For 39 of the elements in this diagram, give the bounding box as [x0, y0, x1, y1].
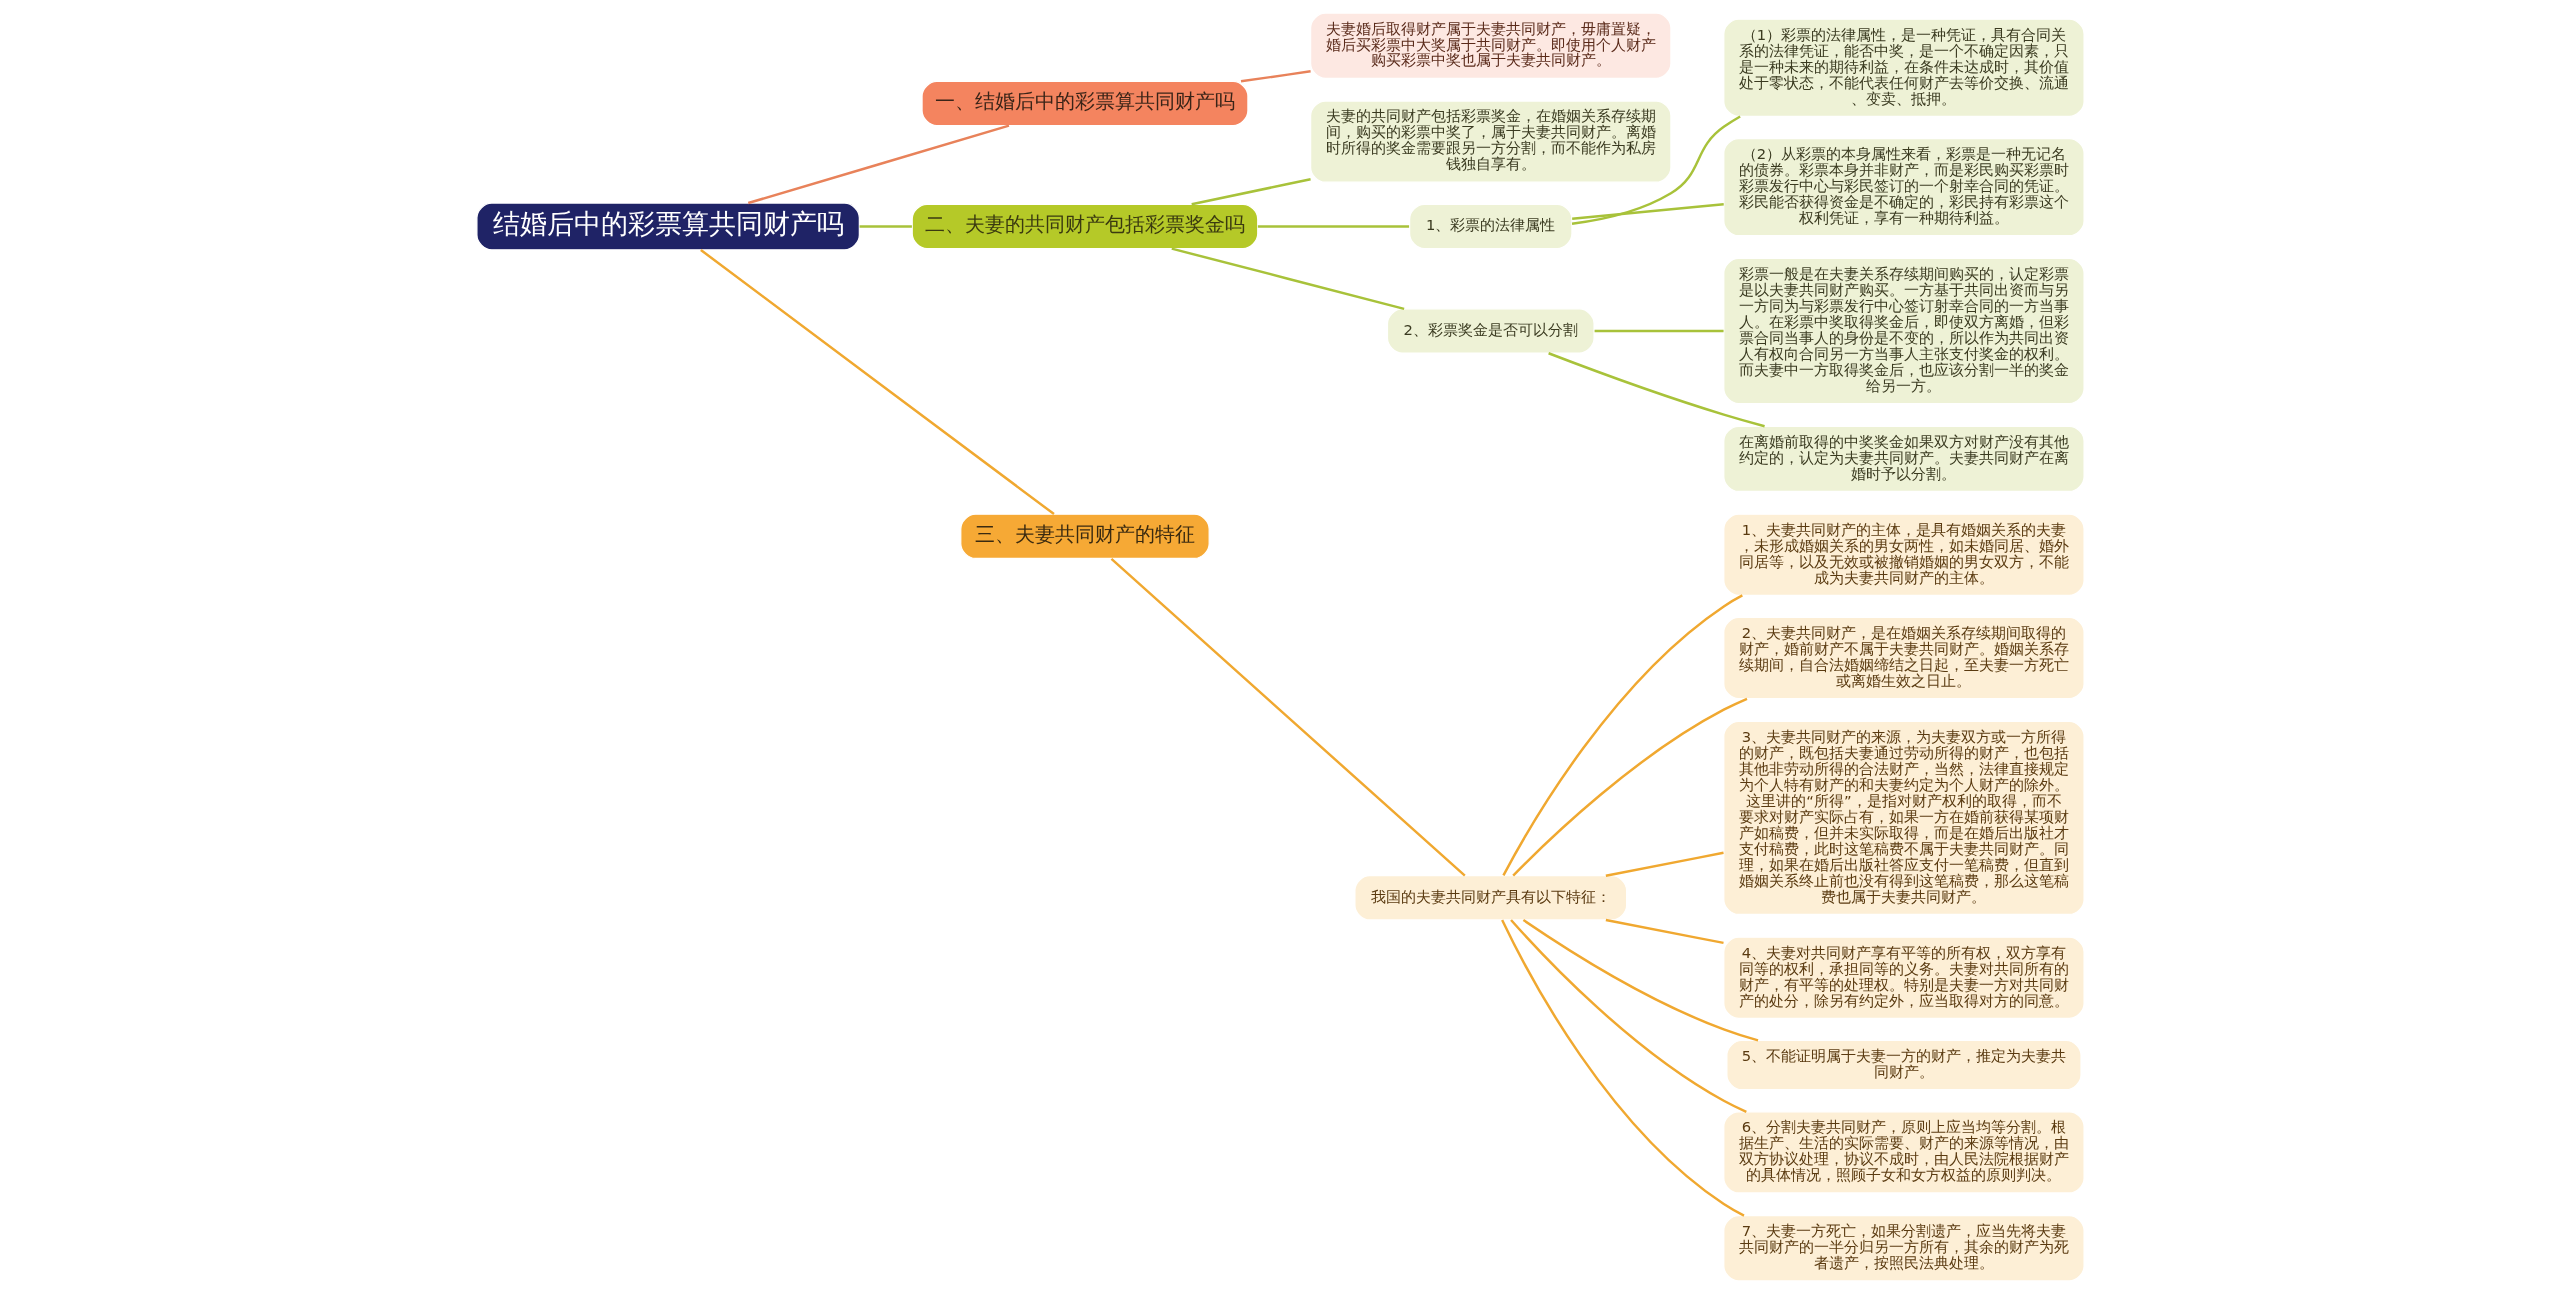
node-box: 在离婚前取得的中奖奖金如果双方对财产没有其他约定的，认定为夫妻共同财产。夫妻共同财产在离婚时予以分割。: [1722, 425, 2085, 493]
node-box: 2、夫妻共同财产，是在婚姻关系存续期间取得的财产，婚前财产不属于夫妻共同财产。婚姻关系存续期间，自合法婚姻缔结之日起，至夫妻一方死亡或离婚生效之日止。: [1722, 616, 2085, 700]
connector: [859, 225, 912, 228]
connector: [1571, 203, 1724, 220]
node-box: 一、结婚后中的彩票算共同财产吗: [920, 80, 1249, 127]
connector: [1571, 115, 1741, 225]
node-box: 5、不能证明属于夫妻一方的财产，推定为夫妻共同财产。: [1725, 1039, 2082, 1091]
node-box: 4、夫妻对共同财产享有平等的所有权，双方享有同等的权利，承担同等的义务。夫妻对共同所有的财产，有平等的处理权。特别是夫妻一方对共同财产的处分，除另有约定外，应当取得对方的同意。: [1722, 936, 2085, 1019]
connector: [1501, 594, 1743, 876]
node-box: 1、夫妻共同财产的主体，是具有婚姻关系的夫妻，未形成婚姻关系的男女两性，如未婚同居、婚外同居等，以及无效或被撤销婚姻的男女双方，不能成为夫妻共同财产的主体。: [1722, 513, 2085, 596]
connector: [1547, 352, 1765, 428]
connector: [1240, 70, 1311, 83]
node-box: 三、夫妻共同财产的特征: [959, 513, 1210, 560]
connector: [1500, 919, 1745, 1217]
connector: [1594, 329, 1724, 333]
node-box: 1、彩票的法律属性: [1408, 203, 1573, 250]
connector: [747, 124, 1009, 205]
connector: [1257, 225, 1409, 228]
connector: [1509, 919, 1747, 1113]
connector: [1110, 558, 1466, 877]
node-box: （1）彩票的法律属性，是一种凭证，具有合同关系的法律凭证，能否中奖，是一个不确定因素，只是一种未来的期待利益，在条件未达成时，其价值处于零状态，不能代表任何财产去等价交换、流通、变卖、抵押。: [1722, 18, 2085, 117]
connector: [1605, 918, 1724, 945]
connector: [1522, 919, 1758, 1042]
connector: [1511, 697, 1747, 877]
node-box: 6、分割夫妻共同财产，原则上应当均等分割。根据生产、生活的实际需要、财产的来源等情况，由双方协议处理，协议不成时，由人民法院根据财产的具体情况，照顾子女和女方权益的原则判决。: [1722, 1111, 2085, 1194]
node-box: 3、夫妻共同财产的来源，为夫妻双方或一方所得的财产，既包括夫妻通过劳动所得的财产，也包括其他非劳动所得的合法财产，当然，法律直接规定为个人特有财产的和夫妻约定为个人财产的除外。这里讲的“所得”，是指对财产权利的取得，而不要求对财产实际占有，如果一方在婚前获得某项财产如稿费，但并未实际取得，而是在婚后出版社才支付稿费，此时这笔稿费不属于夫妻共同财产。同理，如果在婚后出版社答应支付一笔稿费，但直到婚姻关系终止前也没有得到这笔稿费，那么这笔稿费也属于夫妻共同财产。: [1722, 720, 2085, 916]
node-box: 我国的夫妻共同财产具有以下特征：: [1353, 875, 1627, 921]
connector: [1605, 851, 1724, 877]
node-box: （2）从彩票的本身属性来看，彩票是一种无记名的债券。彩票本身并非财产，而是彩民购买彩票时彩票发行中心与彩民签订的一个射幸合同的凭证。彩民能否获得资金是不确定的，彩民持有彩票这个权利凭证，享有一种期待利益。: [1722, 137, 2085, 237]
node-box: 7、夫妻一方死亡，如果分割遗产，应当先将夫妻共同财产的一半分归另一方所有，其余的财产为死者遗产，按照民法典处理。: [1722, 1215, 2085, 1282]
connector: [699, 249, 1055, 516]
node-box: 二、夫妻的共同财产包括彩票奖金吗: [911, 203, 1258, 250]
node-box: 夫妻婚后取得财产属于夫妻共同财产，毋庸置疑，婚后买彩票中大奖属于共同财产。即使用个人财产购买彩票中奖也属于夫妻共同财产。: [1309, 12, 1672, 79]
connector: [1190, 178, 1311, 206]
node-box: 彩票一般是在夫妻关系存续期间购买的，认定彩票是以夫妻共同财产购买。一方基于共同出资而与另一方同为与彩票发行中心签订射幸合同的一方当事人。在彩票中奖取得奖金后，即使双方离婚，但彩票合同当事人的身份是不变的，所以作为共同出资人有权向合同另一方当事人主张支付奖金的权利。而夫妻中一方取得奖金后，也应该分割一半的奖金给另一方。: [1722, 257, 2085, 405]
connector: [1170, 247, 1404, 311]
node-box: 2、彩票奖金是否可以分割: [1386, 308, 1595, 354]
node-box: 结婚后中的彩票算共同财产吗: [475, 202, 860, 251]
node-box: 夫妻的共同财产包括彩票奖金，在婚姻关系存续期间，购买的彩票中奖了，属于夫妻共同财产。离婚时所得的奖金需要跟另一方分割，而不能作为私房钱独自享有。: [1309, 100, 1672, 183]
